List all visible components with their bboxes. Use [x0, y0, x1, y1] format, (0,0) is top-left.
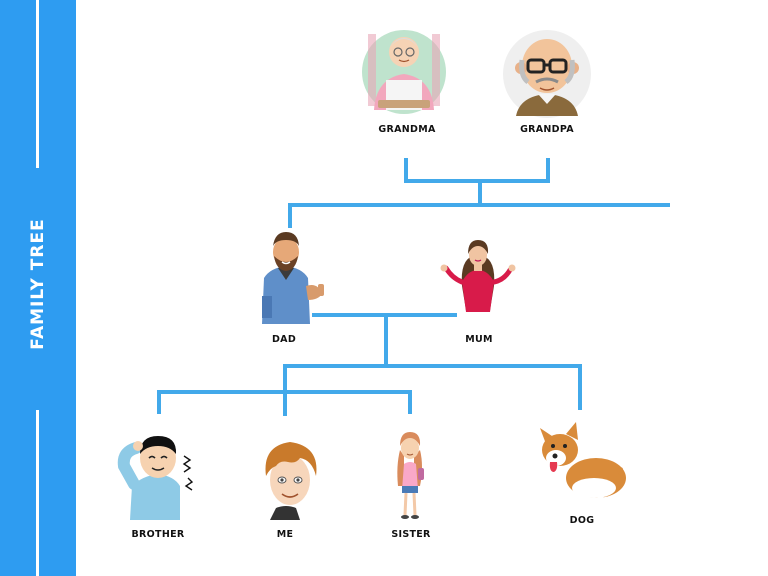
sister-label: SISTER — [391, 529, 431, 540]
sidebar-divider-top — [36, 0, 39, 168]
mum-label: MUM — [465, 334, 493, 345]
dog-avatar-icon — [540, 422, 626, 509]
me-avatar-icon — [265, 442, 317, 520]
dad-avatar-icon — [262, 232, 324, 324]
grandpa-avatar-icon — [503, 30, 591, 118]
mum-avatar-icon — [440, 240, 516, 312]
me-label: ME — [276, 529, 294, 540]
sidebar: FAMILY TREE — [0, 0, 76, 576]
brother-avatar-icon — [117, 436, 194, 520]
dad-label: DAD — [271, 334, 297, 345]
grandma-avatar-icon — [362, 30, 446, 114]
grandpa-label: GRANDPA — [520, 124, 574, 135]
sidebar-divider-bottom — [36, 410, 39, 576]
connector-lines — [157, 158, 670, 416]
dog-label: DOG — [569, 515, 595, 526]
children-bar-lower — [157, 390, 412, 414]
brother-label: BROTHER — [131, 529, 185, 540]
grandparents-connector — [404, 158, 550, 183]
parents-generation-bar — [288, 203, 670, 228]
sister-avatar-icon — [397, 432, 424, 519]
grandma-label: GRANDMA — [378, 124, 436, 135]
